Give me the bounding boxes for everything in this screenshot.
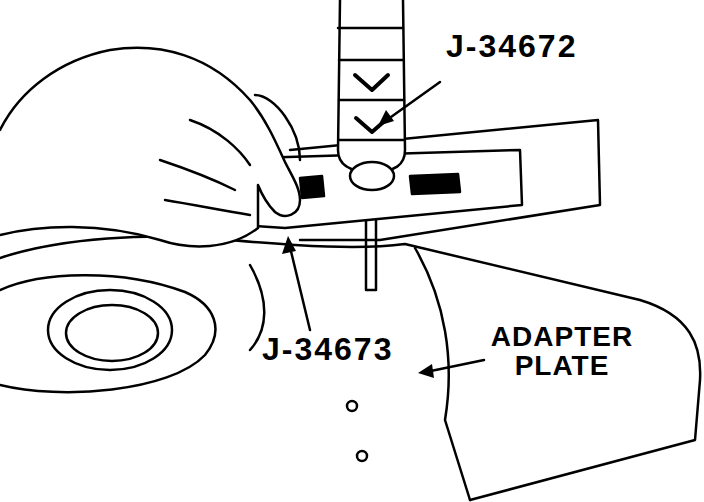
tool-number: J-34672 <box>446 30 577 64</box>
tool-number: J-34673 <box>262 333 393 367</box>
part-name: ADAPTER PLATE <box>484 322 640 381</box>
